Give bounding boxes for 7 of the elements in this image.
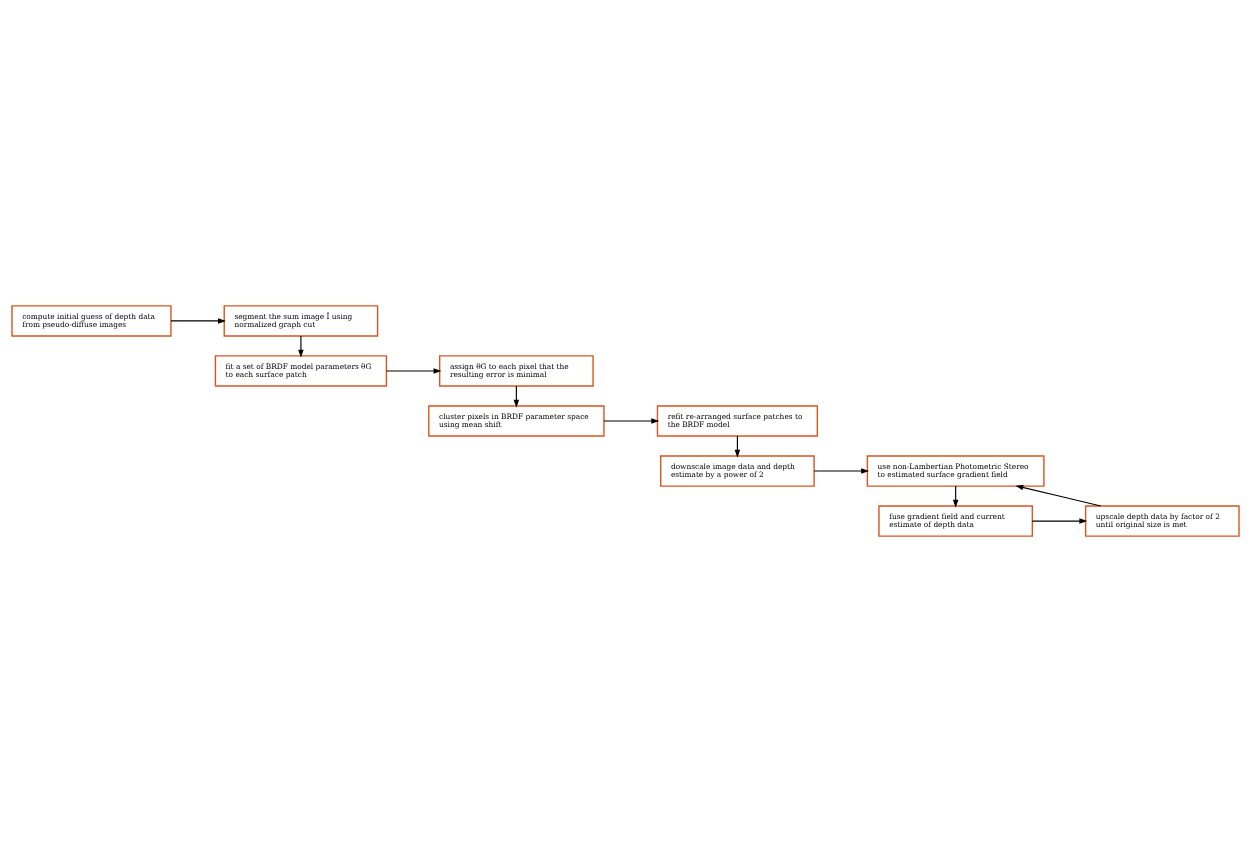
arrow [170, 317, 226, 324]
arrow [1015, 484, 1102, 507]
arrow [603, 417, 660, 424]
arrow [1031, 517, 1088, 524]
arrow [385, 367, 442, 374]
arrow [298, 334, 304, 358]
arrow [813, 467, 870, 474]
